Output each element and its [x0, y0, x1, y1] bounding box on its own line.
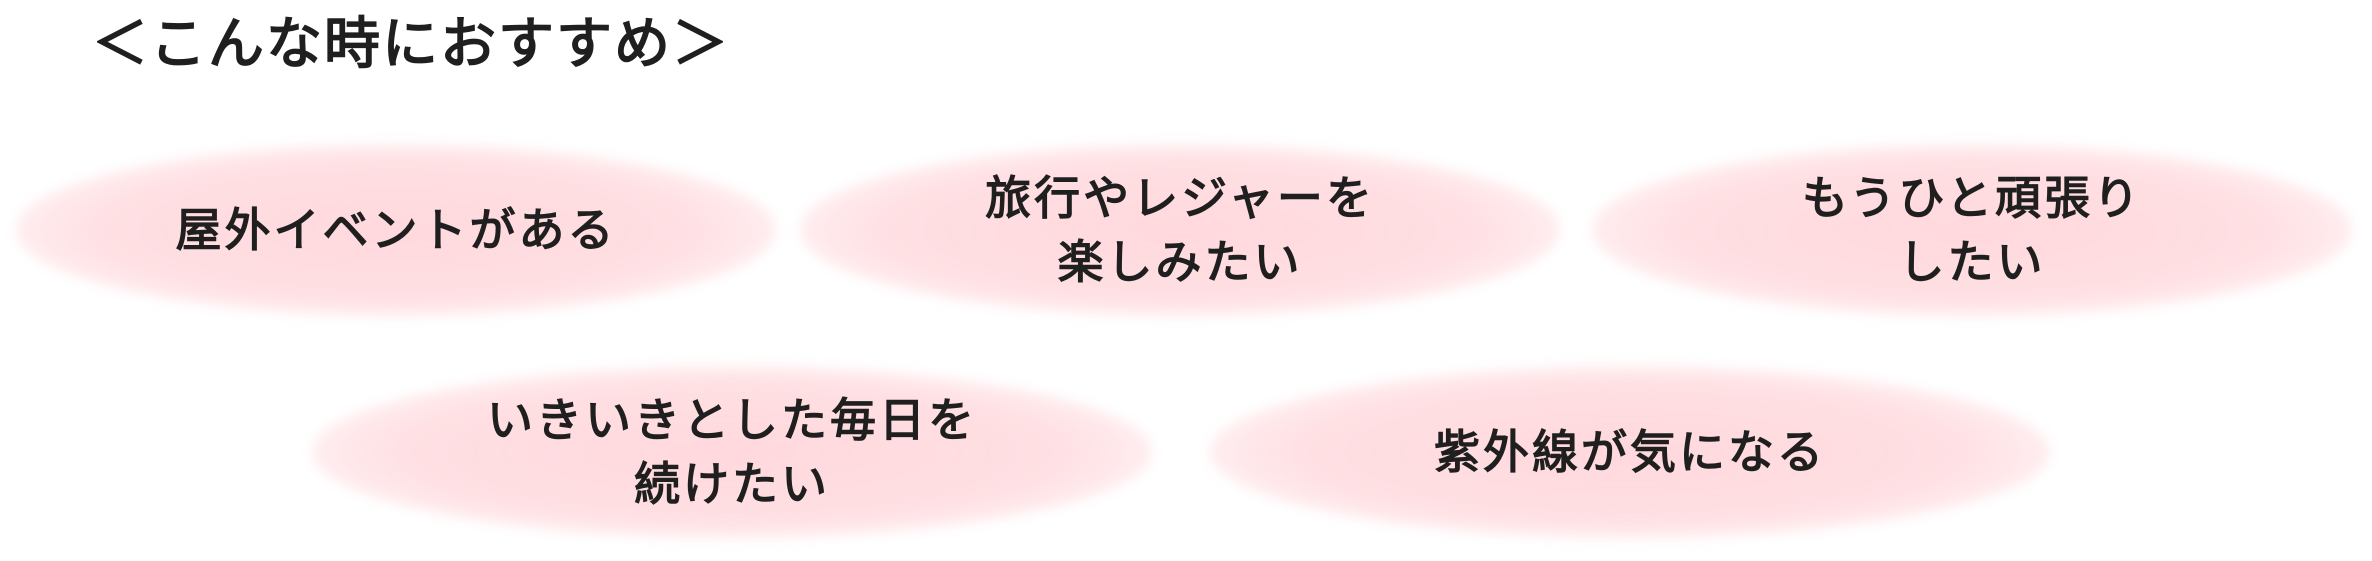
recommendation-bubble-extra-effort: もうひと頑張り したい	[1592, 144, 2352, 316]
bubble-line: 楽しみたい	[1057, 235, 1303, 289]
bubble-text: 屋外イベントがある	[176, 198, 617, 262]
recommendation-bubble-lively-days: いきいきとした毎日を 続けたい	[312, 366, 1152, 538]
bubble-line: 屋外イベントがある	[175, 203, 617, 257]
bubble-line: 続けたい	[634, 457, 830, 511]
bubble-line: 紫外線が気になる	[1434, 425, 1826, 479]
bubble-text: 旅行やレジャーを 楽しみたい	[985, 166, 1375, 294]
bubble-text: もうひと頑張り したい	[1802, 166, 2142, 294]
bubble-text: いきいきとした毎日を 続けたい	[487, 388, 977, 516]
recommendation-bubble-travel-leisure: 旅行やレジャーを 楽しみたい	[800, 144, 1560, 316]
bubble-line: もうひと頑張り	[1801, 171, 2143, 225]
bubble-line: 旅行やレジャーを	[985, 171, 1375, 225]
bubble-text: 紫外線が気になる	[1434, 420, 1826, 484]
bubble-line: したい	[1898, 235, 2046, 289]
bubble-line: いきいきとした毎日を	[487, 393, 977, 447]
recommendation-bubble-uv-concern: 紫外線が気になる	[1210, 366, 2050, 538]
section-heading: ＜こんな時におすすめ＞	[92, 12, 730, 77]
recommendation-bubble-outdoor-event: 屋外イベントがある	[16, 144, 776, 316]
